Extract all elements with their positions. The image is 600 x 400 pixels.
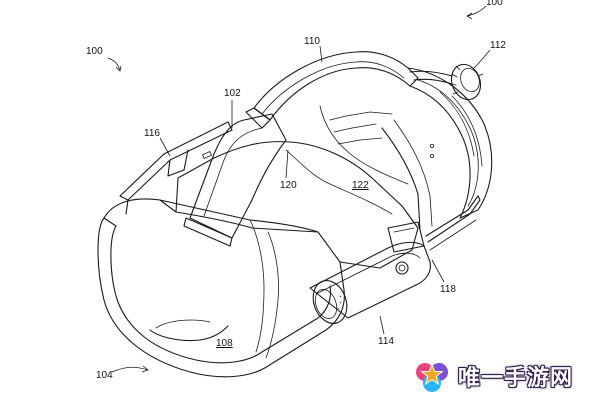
leader-120 bbox=[285, 149, 289, 179]
rear-cradle-rings bbox=[439, 91, 483, 167]
adjust-knob-cable bbox=[409, 70, 453, 85]
speaker-pod-face bbox=[314, 289, 338, 319]
rear-strap-curve bbox=[381, 127, 421, 231]
adjust-knob-ridges bbox=[450, 63, 484, 95]
watermark-text: 唯一手游网 bbox=[458, 366, 574, 391]
arrow-100-main bbox=[115, 65, 122, 72]
leader-116 bbox=[159, 137, 171, 157]
visor-inner-rim bbox=[110, 225, 332, 364]
visor-side-seam bbox=[249, 219, 265, 353]
rear-headband bbox=[253, 51, 419, 121]
hinge-screw bbox=[395, 261, 409, 275]
hinge-bracket-inner bbox=[393, 227, 415, 233]
headset-drawing bbox=[97, 51, 493, 378]
hinge-bracket bbox=[387, 221, 425, 253]
site-watermark: 唯一手游网 bbox=[414, 354, 600, 398]
ref-112: 112 bbox=[490, 40, 506, 51]
side-rail-right-2 bbox=[429, 219, 477, 251]
leader-100-corner bbox=[467, 5, 487, 17]
leader-112 bbox=[477, 49, 491, 65]
gasket-inner bbox=[285, 149, 393, 215]
rear-cradle-inner bbox=[417, 79, 479, 207]
star-logo-icon bbox=[416, 362, 448, 392]
arrow-100-corner bbox=[466, 12, 473, 20]
top-strap-inner bbox=[203, 127, 263, 217]
leader-lines bbox=[107, 5, 491, 373]
visor-outer bbox=[97, 198, 345, 378]
gasket-ridge bbox=[329, 111, 393, 145]
side-rail-left-lower bbox=[125, 149, 189, 215]
ref-104: 104 bbox=[96, 370, 113, 381]
reference-numerals: 100 100 102 110 112 116 120 122 118 114 … bbox=[86, 0, 506, 381]
side-rail-left bbox=[119, 121, 233, 201]
visor-nose-cut bbox=[155, 319, 211, 329]
rail-slot bbox=[202, 151, 212, 159]
ref-110: 110 bbox=[304, 36, 320, 47]
hinge-arm bbox=[309, 241, 431, 319]
rear-button-a bbox=[429, 143, 434, 148]
face-gasket bbox=[175, 141, 419, 269]
hinge-screw-inner bbox=[398, 264, 406, 272]
side-rail-right bbox=[425, 195, 481, 243]
ref-100-main: 100 bbox=[86, 46, 103, 57]
adjust-knob-face bbox=[460, 67, 480, 93]
ref-116: 116 bbox=[144, 128, 160, 139]
rear-headband-inner bbox=[261, 61, 405, 115]
ref-100-corner: 100 bbox=[486, 0, 503, 8]
leader-104 bbox=[111, 366, 149, 373]
speaker-pod bbox=[312, 280, 348, 324]
arrow-104 bbox=[141, 365, 149, 373]
gasket-inner-2 bbox=[319, 105, 409, 185]
leader-110 bbox=[319, 45, 323, 63]
hinge-arm-top bbox=[315, 252, 421, 295]
ref-108: 108 bbox=[216, 338, 233, 349]
visor-side-seam-2 bbox=[265, 231, 279, 359]
leader-118 bbox=[431, 259, 445, 283]
ref-118: 118 bbox=[440, 284, 456, 295]
ref-102: 102 bbox=[224, 88, 241, 99]
rear-button-b bbox=[429, 153, 434, 158]
ref-122: 122 bbox=[352, 180, 369, 191]
top-strap-clip bbox=[183, 217, 233, 247]
rear-cradle bbox=[407, 67, 493, 219]
rear-headband-pad bbox=[245, 107, 271, 129]
visor-top-edge bbox=[103, 199, 319, 233]
rear-strap-curve-2 bbox=[393, 119, 433, 227]
visor-lower-lip bbox=[149, 325, 229, 342]
adjust-knob bbox=[450, 63, 482, 101]
ref-120: 120 bbox=[280, 180, 297, 191]
speaker-holes bbox=[337, 295, 342, 310]
ref-114: 114 bbox=[378, 336, 394, 347]
leader-114 bbox=[379, 315, 385, 335]
leader-100-main bbox=[107, 57, 121, 71]
top-strap bbox=[189, 113, 287, 239]
